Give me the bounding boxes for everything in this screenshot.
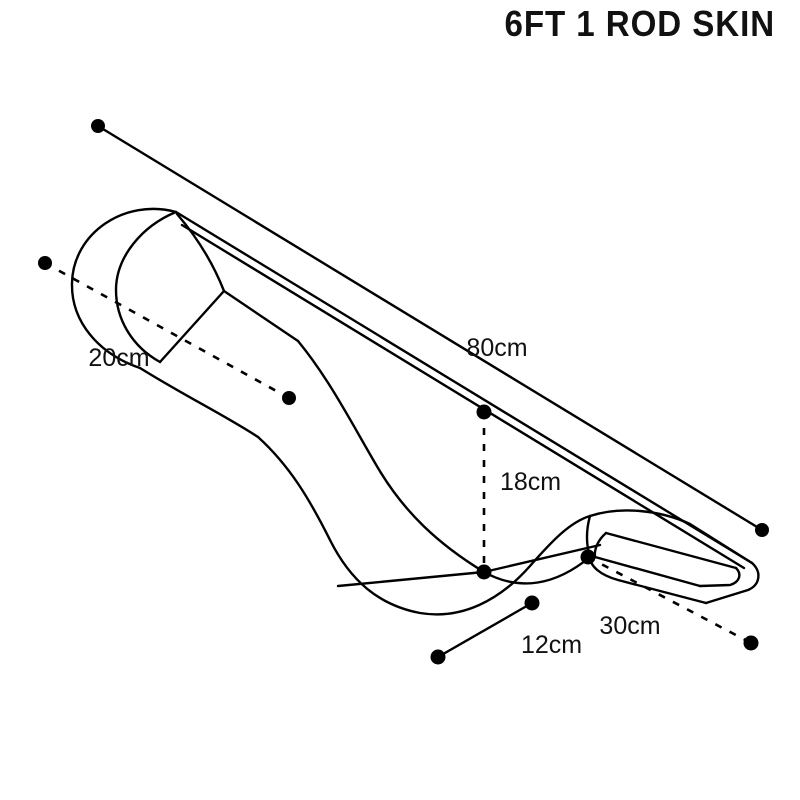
- dimension-length: 80cm: [91, 119, 769, 537]
- sleeve-top-outer-edge: [174, 210, 754, 565]
- left-end-cap-outer: [70, 207, 178, 370]
- body-diagonal-seam: [336, 570, 486, 588]
- dimension-tail-width-label: 12cm: [521, 631, 582, 659]
- product-outline: [70, 207, 760, 616]
- dimension-length-label: 80cm: [466, 334, 527, 362]
- left-end-opening: [114, 210, 178, 364]
- dimension-opening-width-dot-end: [282, 391, 296, 405]
- tail-inner-panel-top: [604, 531, 738, 570]
- body-inner-fold: [296, 339, 486, 574]
- dimension-tail-length-dot-end: [743, 635, 759, 651]
- page-title: 6FT 1 ROD SKIN: [504, 3, 775, 44]
- dimension-opening-width-label: 20cm: [88, 344, 149, 372]
- dimension-length-dot-end: [755, 523, 769, 537]
- dimension-body-height: 18cm: [476, 404, 561, 580]
- tail-top-edge: [588, 509, 754, 565]
- dimension-opening-width-dot-start: [38, 256, 52, 270]
- dimension-body-height-dot-top: [476, 404, 492, 420]
- dimension-tail-length: 30cm: [580, 549, 759, 651]
- dimension-tail-length-label: 30cm: [599, 612, 660, 640]
- left-opening-fold: [175, 212, 226, 293]
- dimension-tail-width-line: [436, 601, 534, 659]
- tail-inner-panel-right: [698, 566, 741, 588]
- dimension-opening-width-line: [44, 261, 290, 400]
- left-panel-seam: [158, 289, 226, 364]
- body-diagonal-seam-2: [482, 543, 602, 574]
- body-lower-contour: [256, 435, 592, 616]
- body-waist-curve: [482, 555, 592, 585]
- dimension-body-height-label: 18cm: [500, 468, 561, 496]
- dimension-body-height-dot-bottom: [476, 564, 492, 580]
- tail-outer-right: [704, 561, 760, 605]
- dimension-tail-width-dot-start: [430, 649, 446, 665]
- sleeve-left-bottom-edge: [138, 366, 260, 439]
- tail-inner-panel-bottom: [593, 555, 702, 588]
- dimension-tail-width-dot-end: [524, 595, 540, 611]
- dimension-tail-length-dot-start: [580, 549, 596, 565]
- dimension-tail-width: 12cm: [430, 595, 582, 665]
- dimension-length-dot-start: [91, 119, 105, 133]
- left-panel-seam-lower: [222, 289, 300, 343]
- tail-bottom-edge: [588, 555, 708, 605]
- dimension-opening-width: 20cm: [38, 256, 296, 405]
- sleeve-top-inner-seam: [180, 223, 746, 570]
- dimension-length-line: [96, 124, 764, 532]
